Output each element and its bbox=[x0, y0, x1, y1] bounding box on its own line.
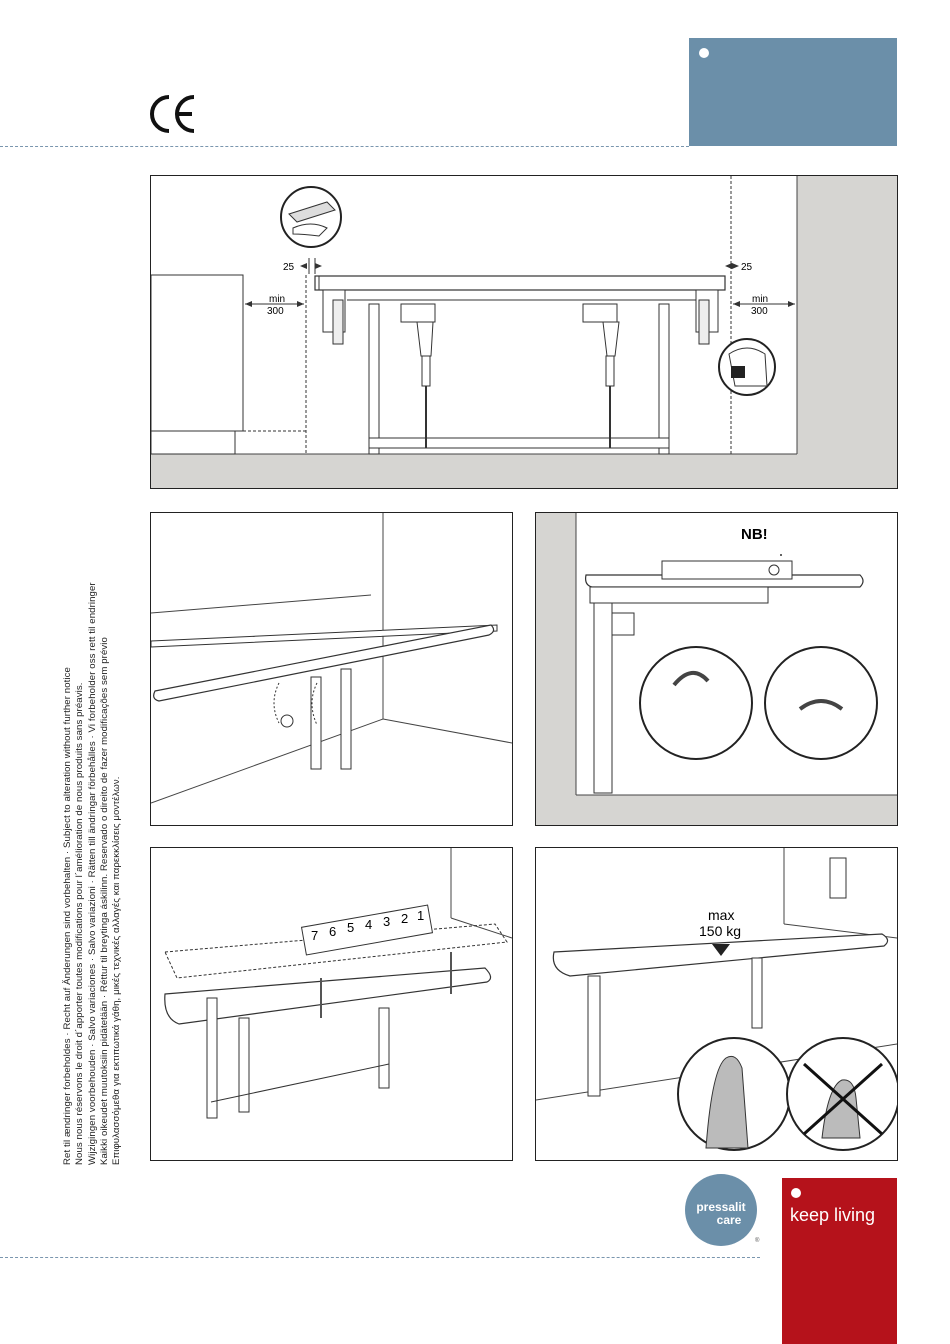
figure-installation-clearance: 25 25 min 300 min 300 bbox=[150, 175, 898, 489]
slogan-box: keep living bbox=[782, 1178, 897, 1344]
min-left-value: 300 bbox=[267, 306, 284, 317]
min-right-value: 300 bbox=[751, 306, 768, 317]
legal-notice: Ret til ændringer forbeholdes · Recht au… bbox=[62, 365, 123, 1165]
installation-drawing: 25 25 min 300 min 300 bbox=[151, 176, 897, 488]
nb-note: NB! bbox=[741, 526, 768, 543]
min-right-label: min bbox=[752, 294, 768, 305]
header-color-tab bbox=[689, 38, 897, 146]
figure-height-positions: 7 6 5 4 3 2 1 bbox=[150, 847, 513, 1161]
position-5: 5 bbox=[347, 920, 354, 935]
pressalit-care-logo: ® bbox=[685, 1174, 760, 1246]
legal-notice-line: Wijzigingen voorbehouden · Salvo variaci… bbox=[86, 582, 98, 1165]
dim-left-25: 25 bbox=[283, 262, 295, 273]
dim-right-25: 25 bbox=[741, 262, 753, 273]
position-4: 4 bbox=[365, 917, 372, 932]
registered-mark: ® bbox=[755, 1237, 760, 1244]
max-load-drawing: max 150 kg bbox=[536, 848, 897, 1151]
legal-notice-line: Nous nous réservons le droit d´apporter … bbox=[74, 682, 86, 1165]
top-dashed-rule bbox=[0, 146, 689, 147]
leveling-drawing: NB! bbox=[536, 513, 897, 825]
max-load-label: max bbox=[708, 907, 734, 923]
position-2: 2 bbox=[401, 911, 408, 926]
legal-notice-line: Kaikki oikeudet muutoksiin pidätetään · … bbox=[98, 637, 110, 1165]
max-load-value: 150 kg bbox=[699, 923, 741, 939]
position-7: 7 bbox=[311, 928, 318, 943]
slogan-dot bbox=[791, 1188, 801, 1198]
table-perspective-drawing bbox=[151, 513, 512, 804]
legal-notice-line: Ret til ændringer forbeholdes · Recht au… bbox=[62, 667, 73, 1165]
header-dot bbox=[699, 48, 709, 58]
position-3: 3 bbox=[383, 914, 390, 929]
slogan-text: keep living bbox=[790, 1205, 876, 1225]
figure-table-perspective bbox=[150, 512, 513, 826]
position-numbers: 7 6 5 4 3 2 1 bbox=[300, 904, 434, 956]
legal-notice-line: Επιφυλασσόμεθα για εκτιπωτικά γάθη, μικέ… bbox=[111, 776, 123, 1165]
position-1: 1 bbox=[417, 908, 424, 923]
brand-line-2: care bbox=[716, 1213, 742, 1227]
figure-leveling: NB! bbox=[535, 512, 898, 826]
brand-line-1: pressalit bbox=[696, 1200, 746, 1214]
min-left-label: min bbox=[269, 294, 285, 305]
bottom-dashed-rule bbox=[0, 1257, 760, 1258]
figure-max-load: max 150 kg bbox=[535, 847, 898, 1161]
height-positions-drawing: 7 6 5 4 3 2 1 bbox=[164, 848, 512, 1119]
position-6: 6 bbox=[329, 924, 336, 939]
ce-mark-logo bbox=[150, 95, 195, 133]
